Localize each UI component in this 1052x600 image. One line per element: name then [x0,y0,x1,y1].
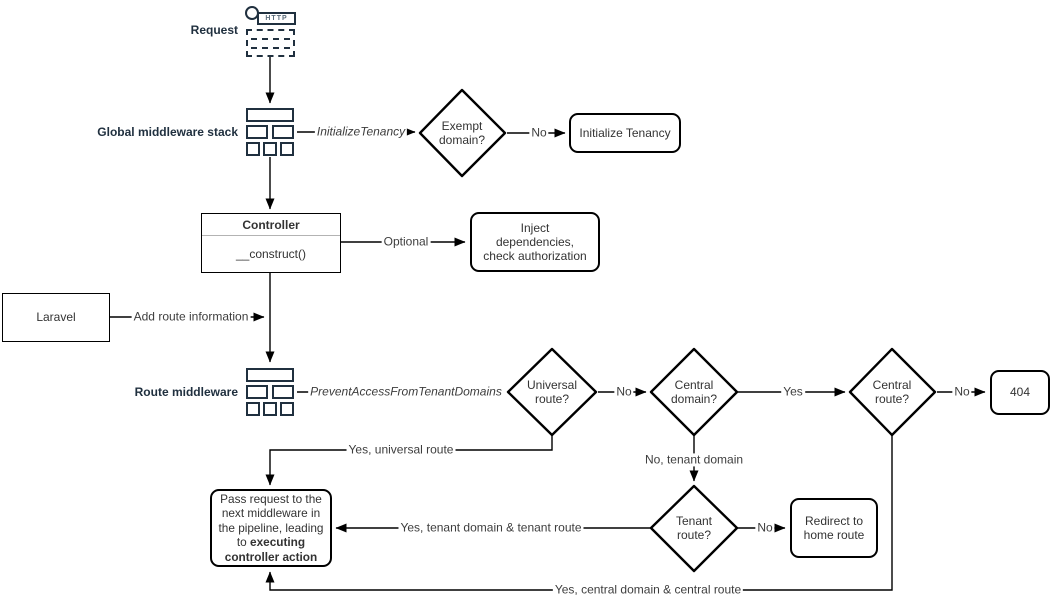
middleware-bar [246,368,294,382]
middleware-bar [246,108,294,122]
edge-label-no-tenant-domain: No, tenant domain [642,452,746,467]
404-node: 404 [990,370,1050,415]
edge-label-universal-no: No [614,384,634,399]
edge-label-initialize-tenancy: InitializeTenancy [314,124,408,139]
404-label: 404 [1009,385,1031,400]
pass-request-node: Pass request to the next middleware in t… [210,489,332,567]
dashed-line [251,38,290,40]
edge-label-tenant-no: No [755,520,775,535]
middleware-cell [263,142,277,156]
middleware-cell [263,402,277,416]
middleware-cell [246,125,268,139]
middleware-cell [272,385,294,399]
http-request-body [246,29,295,57]
pass-request-text: Pass request to the next middleware in t… [218,492,324,550]
edge-label-add-route-information: Add route information [131,309,251,324]
route-middleware-label: Route middleware [134,385,238,399]
edge-label-central-domain-yes: Yes [781,384,805,399]
redirect-home-node: Redirect to home route [790,498,878,558]
tenant-route-diamond [649,484,739,573]
middleware-cell [246,402,260,416]
http-request-circle-icon [245,6,259,20]
controller-method: __construct() [235,246,307,261]
middleware-cell [246,385,268,399]
inject-dependencies-node: Inject dependencies, check authorization [470,212,600,272]
middleware-stack-icon [245,107,295,157]
pass-request-bold-text: executing controller action [224,535,318,564]
initialize-tenancy-label: Initialize Tenancy [579,125,671,140]
middleware-cell [280,142,294,156]
laravel-node: Laravel [2,293,110,342]
http-bar: HTTP [257,12,296,25]
pass-request-label: Pass request to the next middleware in t… [218,492,324,564]
middleware-cell [280,402,294,416]
edge-label-optional: Optional [381,234,431,249]
edge-label-yes-universal-route: Yes, universal route [346,442,456,457]
central-route-label: Central route? [872,377,912,406]
tenant-route-label: Tenant route? [675,513,713,542]
edge-label-exempt-no: No [529,125,549,140]
controller-title: Controller [202,214,340,236]
laravel-label: Laravel [36,310,76,325]
edge-label-prevent-access: PreventAccessFromTenantDomains [308,384,504,399]
inject-dependencies-label: Inject dependencies, check authorization [483,220,587,264]
initialize-tenancy-node: Initialize Tenancy [569,113,681,153]
http-request-icon: HTTP [245,6,297,58]
edge-label-central-route-no: No [952,384,972,399]
central-domain-label: Central domain? [670,377,718,406]
controller-node: Controller __construct() [201,213,341,273]
universal-route-diamond [506,347,598,437]
request-label: Request [190,23,238,37]
http-label: HTTP [265,15,288,22]
universal-route-label: Universal route? [526,377,577,406]
dashed-line [251,47,290,49]
middleware-cell [272,125,294,139]
global-middleware-stack-label: Global middleware stack [97,125,238,139]
redirect-home-label: Redirect to home route [803,513,865,542]
exempt-domain-diamond [418,88,507,178]
edge-label-yes-tenant-route: Yes, tenant domain & tenant route [398,520,584,535]
middleware-stack-icon [245,367,295,417]
exempt-domain-label: Exempt domain? [438,118,486,147]
middleware-cell [246,142,260,156]
edge-label-yes-central-route: Yes, central domain & central route [552,582,744,597]
central-route-diamond [848,347,937,437]
central-domain-diamond [649,347,739,437]
